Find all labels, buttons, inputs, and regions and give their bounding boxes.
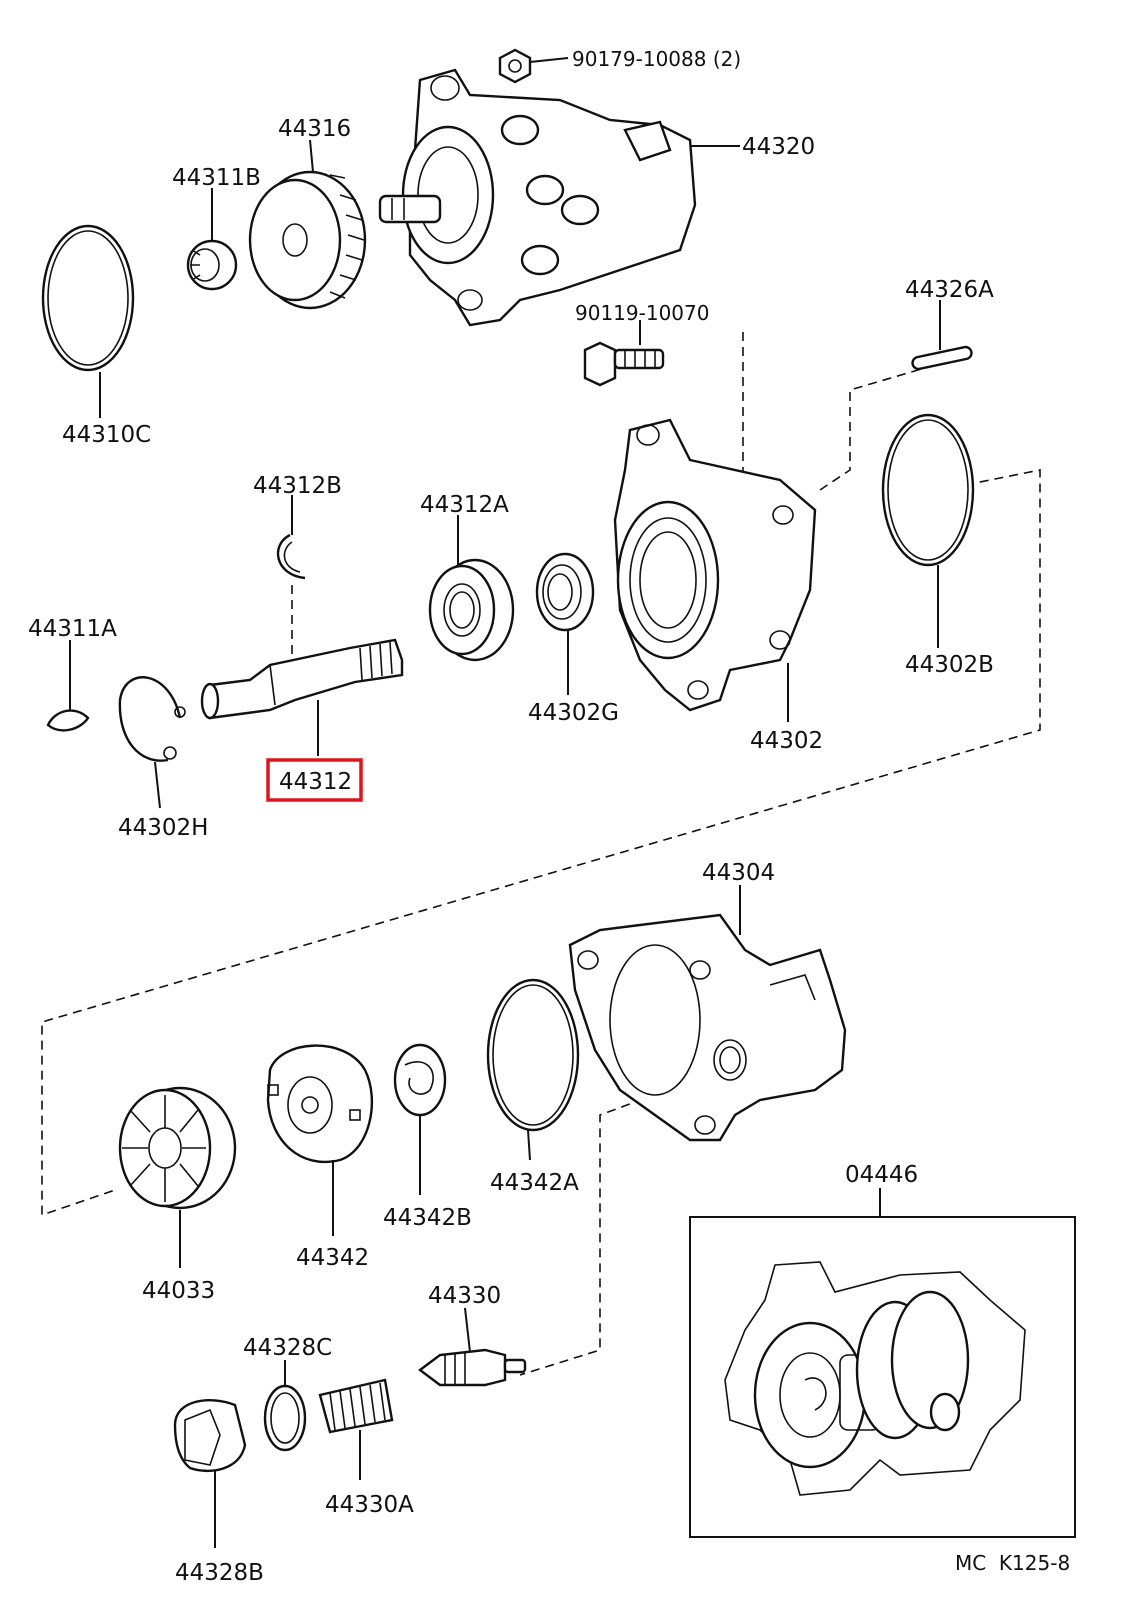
pump-body-44320 bbox=[378, 68, 697, 327]
label-44328B[interactable]: 44328B bbox=[175, 1560, 264, 1586]
label-44302B[interactable]: 44302B bbox=[905, 652, 994, 678]
highlight-box-44312 bbox=[266, 758, 363, 802]
o-ring-44342A bbox=[486, 978, 580, 1132]
gasket-kit-04446 bbox=[689, 1216, 1076, 1538]
label-44342[interactable]: 44342 bbox=[296, 1245, 369, 1271]
nut-90179-10088 bbox=[498, 48, 532, 84]
label-44316[interactable]: 44316 bbox=[278, 116, 351, 142]
label-44302G[interactable]: 44302G bbox=[528, 700, 619, 726]
bearing-44312A bbox=[428, 558, 515, 662]
valve-44330 bbox=[418, 1348, 527, 1387]
label-44302[interactable]: 44302 bbox=[750, 728, 823, 754]
label-44320[interactable]: 44320 bbox=[742, 134, 815, 160]
cam-ring-44342 bbox=[266, 1044, 373, 1164]
bolt-90119-10070 bbox=[583, 341, 665, 387]
gear-44316 bbox=[248, 170, 367, 310]
snap-ring-44302H bbox=[118, 676, 186, 762]
label-44330[interactable]: 44330 bbox=[428, 1283, 501, 1309]
label-44312[interactable]: 44312 bbox=[279, 769, 352, 795]
label-44312B[interactable]: 44312B bbox=[253, 473, 342, 499]
spring-44330A bbox=[318, 1378, 394, 1434]
o-ring-44310C bbox=[41, 224, 135, 372]
plate-44342B bbox=[393, 1043, 447, 1117]
label-44328C[interactable]: 44328C bbox=[243, 1335, 332, 1361]
plug-44328B bbox=[173, 1398, 247, 1473]
gasket-44328C bbox=[263, 1384, 307, 1452]
pin-44326A bbox=[911, 345, 973, 371]
part-labels: 90179-10088 (2) 44320 44316 44311B 44310… bbox=[28, 47, 1070, 1586]
label-04446[interactable]: 04446 bbox=[845, 1162, 918, 1188]
label-44302H[interactable]: 44302H bbox=[118, 815, 208, 841]
nut-44311B bbox=[186, 239, 238, 291]
label-90179-10088[interactable]: 90179-10088 (2) bbox=[572, 47, 741, 71]
label-44311A[interactable]: 44311A bbox=[28, 616, 117, 642]
label-44342B[interactable]: 44342B bbox=[383, 1205, 472, 1231]
seal-44302G bbox=[535, 552, 595, 632]
rotor-44033 bbox=[118, 1086, 237, 1210]
label-44312A[interactable]: 44312A bbox=[420, 492, 509, 518]
cover-44304 bbox=[568, 913, 847, 1142]
shaft-44312 bbox=[200, 638, 404, 720]
label-44342A[interactable]: 44342A bbox=[490, 1170, 579, 1196]
label-44311B[interactable]: 44311B bbox=[172, 165, 261, 191]
key-44311A bbox=[46, 709, 90, 732]
reference-code: MC K125-8 bbox=[955, 1551, 1070, 1575]
o-ring-44302B bbox=[881, 413, 975, 567]
snap-ring-44312B bbox=[276, 533, 306, 580]
housing-44302 bbox=[613, 418, 817, 712]
label-44310C[interactable]: 44310C bbox=[62, 422, 151, 448]
label-44304[interactable]: 44304 bbox=[702, 860, 775, 886]
label-44330A[interactable]: 44330A bbox=[325, 1492, 414, 1518]
label-44326A[interactable]: 44326A bbox=[905, 277, 994, 303]
label-90119-10070[interactable]: 90119-10070 bbox=[575, 301, 709, 325]
label-44033[interactable]: 44033 bbox=[142, 1278, 215, 1304]
leader-lines bbox=[69, 57, 941, 1548]
